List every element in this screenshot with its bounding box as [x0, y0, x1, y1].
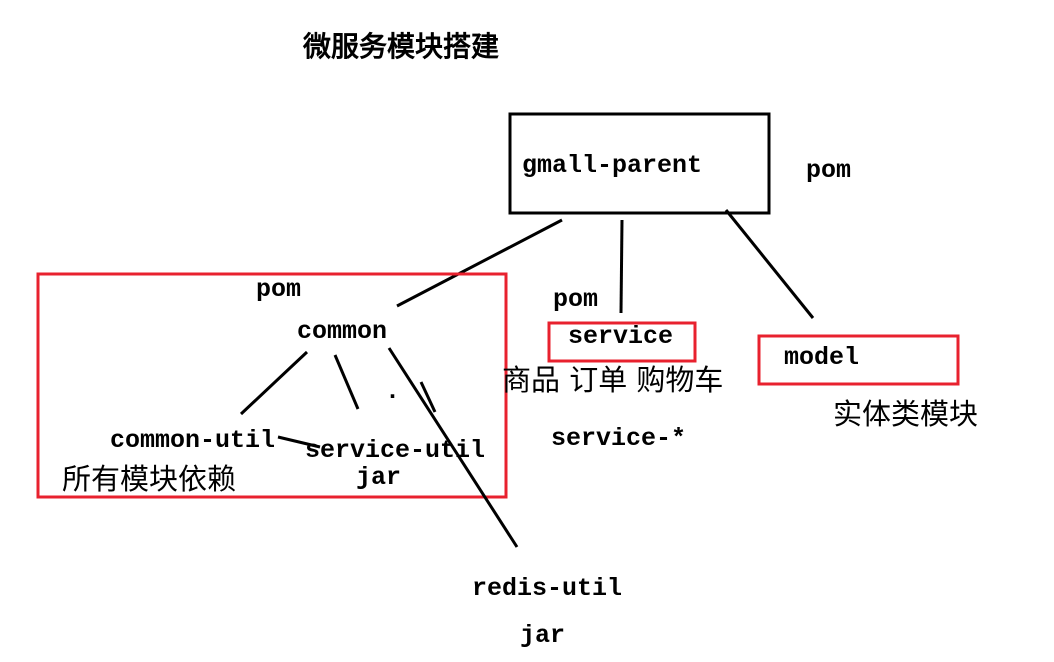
service-note: 商品 订单 购物车 [502, 363, 723, 397]
service-children-label: service-* [551, 424, 686, 453]
parent-label: gmall-parent [522, 151, 702, 180]
model-note: 实体类模块 [833, 397, 978, 431]
edge-common-arrow [419, 381, 437, 413]
common-note: 所有模块依赖 [62, 462, 236, 496]
common-packaging: pom [256, 275, 301, 304]
stray-mark: . [385, 377, 400, 406]
parent-packaging: pom [806, 156, 851, 185]
edge-parent-model [724, 209, 815, 319]
model-box [757, 334, 960, 386]
service-box [547, 321, 697, 363]
common-util-label: common-util [110, 426, 275, 455]
service-label: service [568, 322, 673, 351]
model-label: model [784, 343, 859, 372]
diagram-title: 微服务模块搭建 [302, 30, 499, 63]
edge-common-redisutil [387, 347, 519, 548]
redis-util-packaging: jar [520, 621, 565, 650]
edge-parent-common [396, 218, 563, 308]
edge-commonutil-serviceutil [277, 435, 321, 449]
edge-common-serviceutil [333, 354, 360, 410]
service-packaging: pom [553, 285, 598, 314]
edge-common-commonutil [239, 350, 309, 416]
edge-parent-service [619, 219, 624, 314]
redis-util-label: redis-util [472, 574, 622, 603]
common-label: common [297, 317, 387, 346]
service-util-packaging: jar [356, 463, 401, 492]
parent-box [508, 112, 771, 215]
common-group-box [36, 272, 508, 499]
service-util-label: service-util [305, 436, 485, 465]
